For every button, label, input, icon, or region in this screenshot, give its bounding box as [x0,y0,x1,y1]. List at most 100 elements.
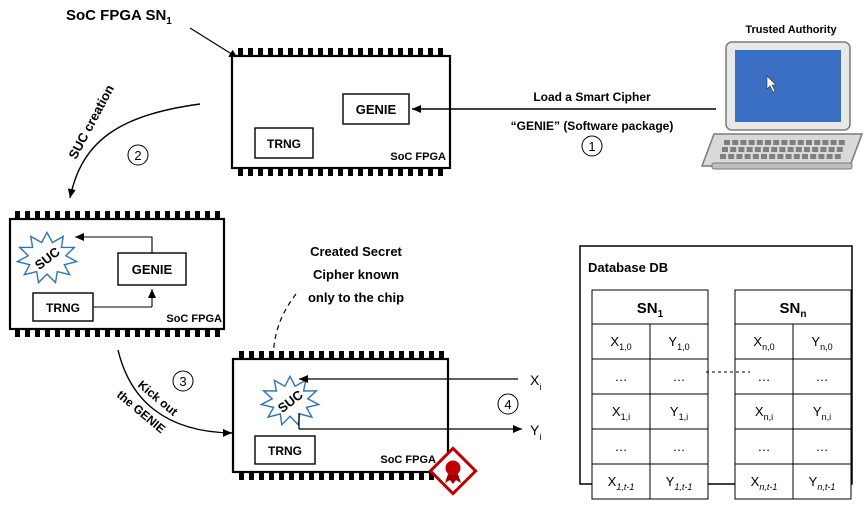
chip-2-pin-bottom [155,328,160,337]
keyboard-key [763,147,769,152]
chip-3-pin-bottom [359,471,364,480]
keyboard-key [836,147,843,152]
title-pointer-arrow [189,27,239,59]
keyboard-key [744,154,751,159]
chip-3-pin-top [349,351,354,360]
chip-2-pin-top [145,211,150,220]
table-sn1-cell: … [673,369,686,384]
chip-2-pin-top [215,211,220,220]
table-snn-cell: Xn,t-1 [751,474,778,492]
step-4-number: 4 [504,397,511,412]
chip-2-soc-fpga-label: SoC FPGA [166,313,222,325]
chip-2-pin-top [25,211,30,220]
chip-2-pin-bottom [75,328,80,337]
chip-2-pin-bottom [95,328,100,337]
step-3-number: 3 [179,374,186,389]
step-1-circle [581,135,603,157]
chip-3-pin-top [389,351,394,360]
chip-2-pin-top [155,211,160,220]
chip-1-pin-top [258,48,263,57]
chip-3-pin-bottom [249,471,254,480]
keyboard-key [806,140,812,145]
chip-3-trng-label: TRNG [268,444,302,458]
chip-1: GENIE TRNG SoC FPGA [230,48,452,176]
chip-3-pin-bottom [319,471,324,480]
table-snn-cell: Xn,0 [753,334,774,352]
keyboard-key [769,154,776,159]
step-3-circle [172,370,194,392]
chip-3-pin-top [409,351,414,360]
keyboard-key [738,147,745,152]
chip-1-pin-bottom [428,167,433,176]
chip-3-pin-bottom [259,471,264,480]
chip-2-pin-bottom [165,328,170,337]
chip-2-pin-top [55,211,60,220]
chip-1-pin-top [368,48,373,57]
chip-3-pin-top [249,351,254,360]
step-2-circle [127,144,149,166]
table-snn-cell: … [758,439,771,454]
chip-3-pin-top [269,351,274,360]
security-seal-icon [428,446,478,496]
chip-3-pin-bottom [269,471,274,480]
chip-1-pin-bottom [328,167,333,176]
keyboard-key [740,140,747,145]
chip-1-pin-top [428,48,433,57]
keyboard-key [722,147,728,152]
table-snn-cell: Yn,t-1 [809,474,836,492]
chip-1-pin-bottom [408,167,413,176]
chip-2-pin-bottom [25,328,30,337]
mouse-cursor-icon [766,75,777,93]
chip-2-pin-top [65,211,70,220]
chip-2-genie-label: GENIE [132,262,173,277]
table-snn-cell: Yn,i [813,404,831,422]
keyboard-key [802,154,808,159]
table-sn1-cell: X1,0 [610,334,631,352]
keyboard-key [804,147,810,152]
chip-1-pin-bottom [368,167,373,176]
chip-2-pin-top [175,211,180,220]
chip-1-pin-bottom [318,167,323,176]
table-snn-cell: Yn,0 [811,334,832,352]
table-sn1-header: SN1 [637,300,664,320]
table-snn-header: SNn [780,300,807,320]
chip-3-pin-top [439,351,444,360]
chip-1-pin-bottom [358,167,363,176]
genie-to-suc-arrow [75,233,153,253]
chip-2-pins [15,211,220,337]
chip-3-pin-top [329,351,334,360]
chip-2-pin-top [165,211,170,220]
keyboard-key [748,140,755,145]
chip-3-pin-bottom [279,471,284,480]
chip-3-soc-fpga-label: SoC FPGA [380,454,436,466]
keyboard-key [838,140,845,145]
chip-3-pin-bottom [299,471,304,480]
table-snn-cell: … [758,369,771,384]
chip-2-pin-bottom [55,328,60,337]
chip-3-pins [239,351,444,480]
chip-1-genie-box [342,93,410,125]
keyboard-key [771,147,778,152]
database-title: Database DB [588,260,668,275]
chip-1-pin-top [398,48,403,57]
keyboard-key [814,140,821,145]
chip-3-pin-top [419,351,424,360]
chip-2-pin-bottom [205,328,210,337]
chip-1-pin-top [278,48,283,57]
keyboard-key [736,154,743,159]
chip-1-pin-bottom [338,167,343,176]
keyboard-key [826,154,833,159]
table-sn1-cell: Y1,i [670,404,688,422]
chip-1-pin-bottom [348,167,353,176]
created-secret-pointer [269,293,297,389]
chip-1-pin-top [288,48,293,57]
keyboard-key [822,140,829,145]
chip-3-pin-top [429,351,434,360]
chip-1-pin-top [418,48,423,57]
chip-3-pin-bottom [309,471,314,480]
laptop-screen [735,50,841,122]
chip-3-pin-top [309,351,314,360]
